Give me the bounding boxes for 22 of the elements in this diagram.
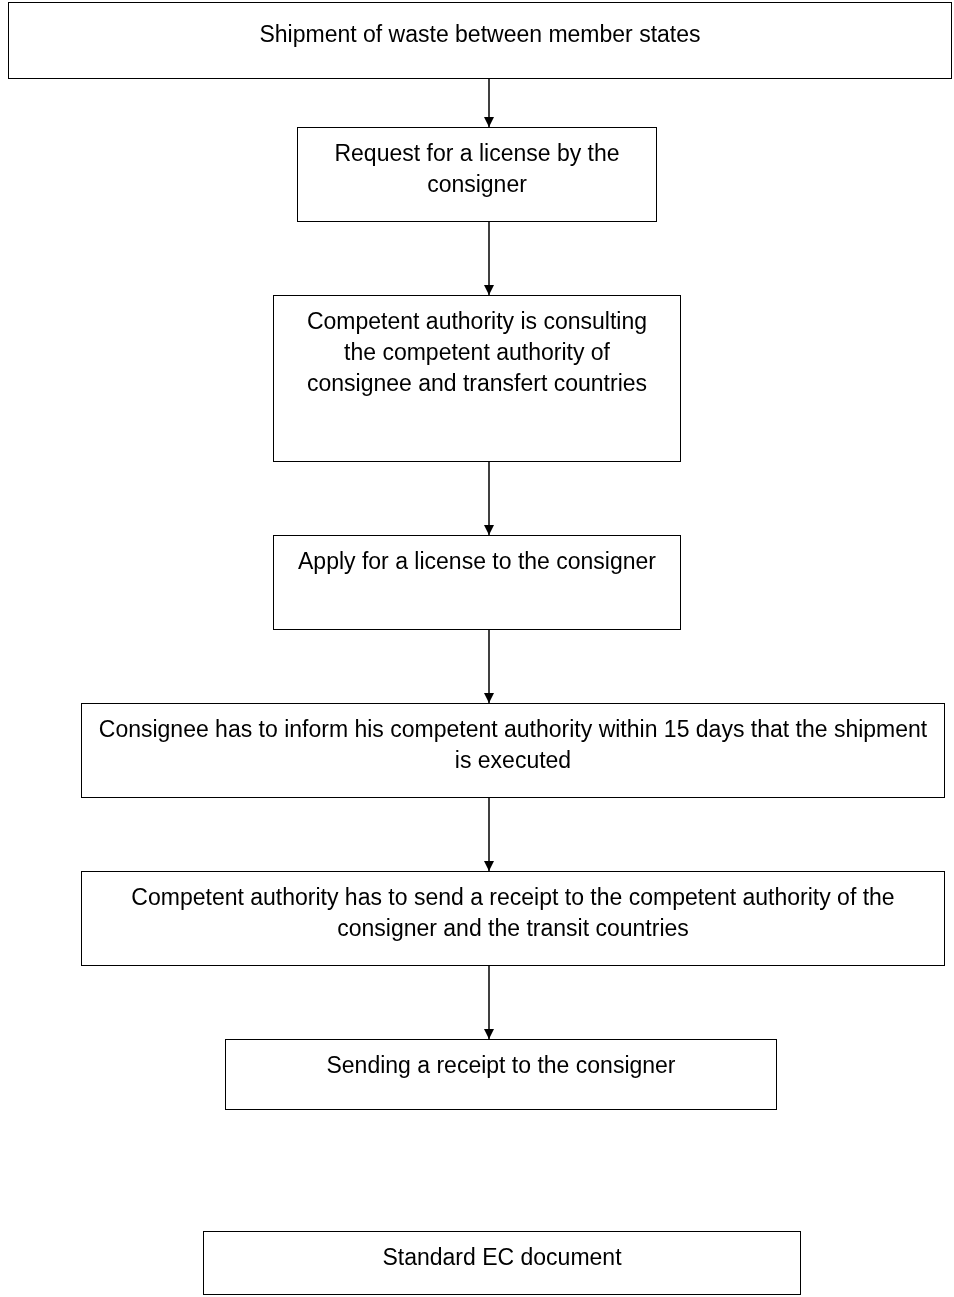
box-text: Shipment of waste between member states <box>259 20 701 49</box>
arrow <box>484 78 494 128</box>
arrow <box>484 221 494 296</box>
process-box <box>81 703 945 798</box>
box-text: Sending a receipt to the consigner <box>326 1051 676 1080</box>
arrow <box>484 629 494 704</box>
process-box <box>203 1231 801 1295</box>
box-text: Consignee has to inform his competent authority within 15 days that the shipment is executed <box>98 715 928 775</box>
box-text: Standard EC document <box>382 1243 622 1272</box>
process-box <box>273 295 681 462</box>
box-text: Apply for a license to the consigner <box>298 547 656 576</box>
arrow <box>484 797 494 872</box>
process-box <box>273 535 681 630</box>
arrow <box>484 461 494 536</box>
process-box <box>297 127 657 222</box>
box-text: Competent authority has to send a receipt to the competent authority of the consigner and the transit countries <box>130 883 896 943</box>
arrow <box>484 965 494 1040</box>
process-box <box>8 2 952 79</box>
process-box <box>81 871 945 966</box>
process-box <box>225 1039 777 1110</box>
box-text: Competent authority is consulting the competent authority of consignee and transfert countries <box>305 307 649 398</box>
box-text: Request for a license by the consigner <box>333 139 621 199</box>
